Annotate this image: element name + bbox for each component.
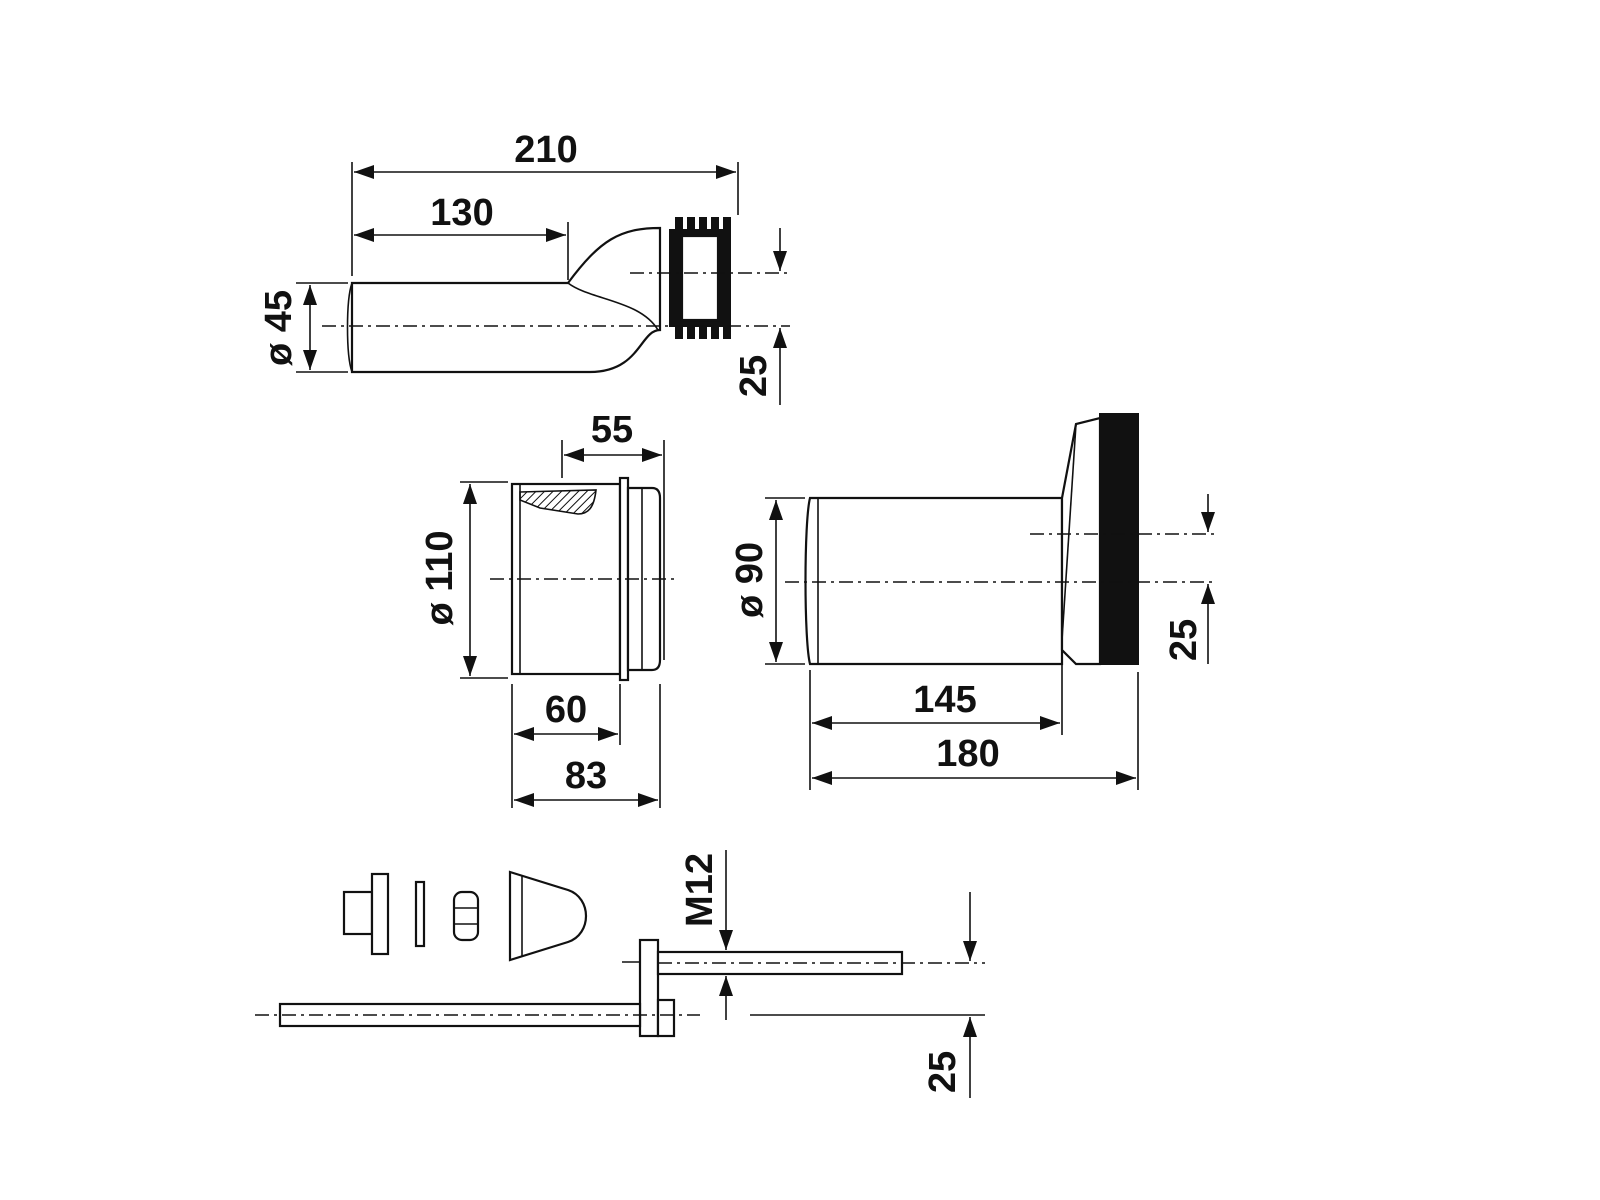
dim-130: 130 [430,192,493,234]
plate-nut [656,998,676,1038]
fixing-set-view: M12 25 [255,850,985,1098]
dim-60: 60 [545,689,587,731]
dim-offset-25-mid: 25 [1163,619,1205,661]
dim-dia110: ø 110 [419,530,461,625]
dim-180: 180 [936,733,999,775]
dim-offset-25-bottom: 25 [922,1051,964,1093]
thin-washer [414,880,426,948]
cone-cover [508,870,588,962]
dim-m12: M12 [679,853,721,927]
dim-145: 145 [913,679,976,721]
connector-pipe [350,226,662,374]
gasket-ribs [675,217,731,339]
dim-55: 55 [591,409,633,451]
eccentric-connector-view: ø 90 145 180 25 [729,413,1215,790]
dim-83: 83 [565,755,607,797]
hex-nut [452,890,480,942]
straight-connector-view: 55 ø 110 60 83 [419,409,675,808]
mounting-plate [638,938,660,1038]
dim-dia45: ø 45 [258,290,300,366]
pipe-inner-curve [567,282,659,331]
gasket-core [680,234,720,322]
dim-offset-25-top: 25 [733,355,775,397]
black-seal [1099,413,1139,665]
dim-210: 210 [514,129,577,171]
hatched-section [519,489,597,515]
cap-flange [370,872,390,956]
pipe-end-curve [346,282,353,373]
dim-dia90: ø 90 [729,542,771,618]
eccentric-pipe [804,496,1064,666]
offset-connector-view: 210 130 ø 45 25 [258,129,790,405]
cap-stem [342,890,374,936]
